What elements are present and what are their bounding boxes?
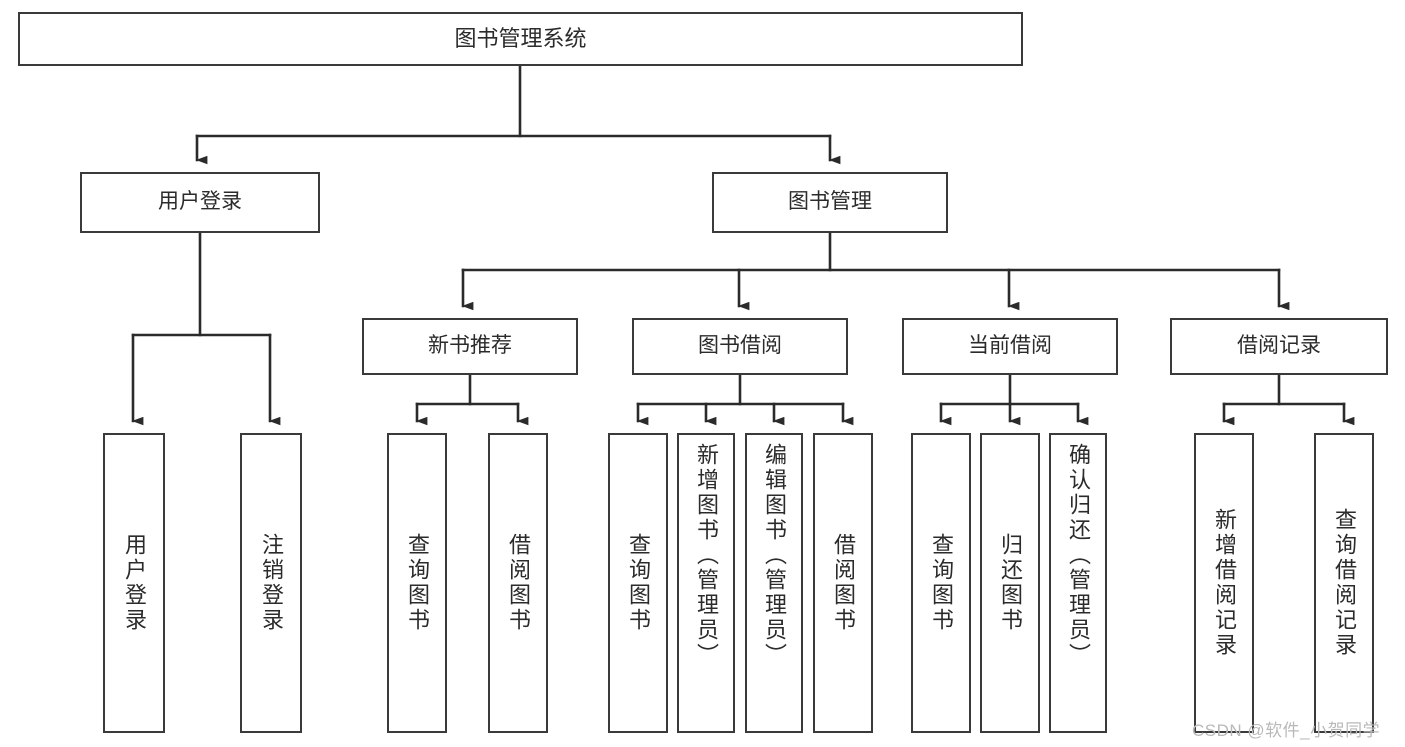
node-label: 借阅记录	[1237, 334, 1321, 358]
node-label: 用户登录	[158, 190, 242, 214]
node-label: 借阅图书	[831, 533, 856, 633]
node-current-borrow[interactable]: 当前借阅	[902, 318, 1118, 375]
node-label: 当前借阅	[968, 334, 1052, 358]
node-leaf-borrow-book-1[interactable]: 借阅图书	[488, 433, 548, 733]
node-leaf-add-borrow-record[interactable]: 新增借阅记录	[1194, 433, 1254, 733]
node-leaf-query-book-1[interactable]: 查询图书	[387, 433, 447, 733]
node-label: 查询借阅记录	[1332, 508, 1357, 658]
node-label: 注销登录	[259, 533, 284, 633]
node-label: 查询图书	[626, 533, 651, 633]
node-leaf-edit-book-admin[interactable]: 编辑图书（管理员）	[745, 433, 803, 733]
node-leaf-query-book-2[interactable]: 查询图书	[608, 433, 668, 733]
node-book-management[interactable]: 图书管理	[712, 172, 948, 233]
node-label: 查询图书	[929, 533, 954, 633]
node-leaf-confirm-return-admin[interactable]: 确认归还（管理员）	[1049, 433, 1107, 733]
node-leaf-query-borrow-record[interactable]: 查询借阅记录	[1314, 433, 1374, 733]
node-leaf-return-book[interactable]: 归还图书	[980, 433, 1040, 733]
node-borrow-record[interactable]: 借阅记录	[1170, 318, 1388, 375]
node-label: 新增借阅记录	[1212, 508, 1237, 658]
node-label: 图书管理	[788, 190, 872, 214]
node-label: 确认归还（管理员）	[1066, 443, 1091, 668]
node-label: 新增图书（管理员）	[694, 443, 719, 668]
node-label: 查询图书	[405, 533, 430, 633]
node-label: 归还图书	[998, 533, 1023, 633]
node-label: 图书管理系统	[454, 26, 587, 52]
node-leaf-query-book-3[interactable]: 查询图书	[911, 433, 971, 733]
node-label: 新书推荐	[428, 334, 512, 358]
node-label: 用户登录	[122, 533, 147, 633]
node-book-borrow[interactable]: 图书借阅	[632, 318, 848, 375]
node-label: 借阅图书	[506, 533, 531, 633]
node-leaf-user-login[interactable]: 用户登录	[103, 433, 165, 733]
node-leaf-add-book-admin[interactable]: 新增图书（管理员）	[677, 433, 735, 733]
csdn-watermark: CSDN @软件_小贺同学	[1192, 721, 1381, 740]
node-leaf-borrow-book-2[interactable]: 借阅图书	[813, 433, 873, 733]
node-user-login[interactable]: 用户登录	[80, 172, 320, 233]
node-root-system[interactable]: 图书管理系统	[18, 12, 1023, 66]
node-label: 编辑图书（管理员）	[762, 443, 787, 668]
node-leaf-user-logout[interactable]: 注销登录	[240, 433, 302, 733]
node-new-book-recommend[interactable]: 新书推荐	[362, 318, 578, 375]
node-label: 图书借阅	[698, 334, 782, 358]
